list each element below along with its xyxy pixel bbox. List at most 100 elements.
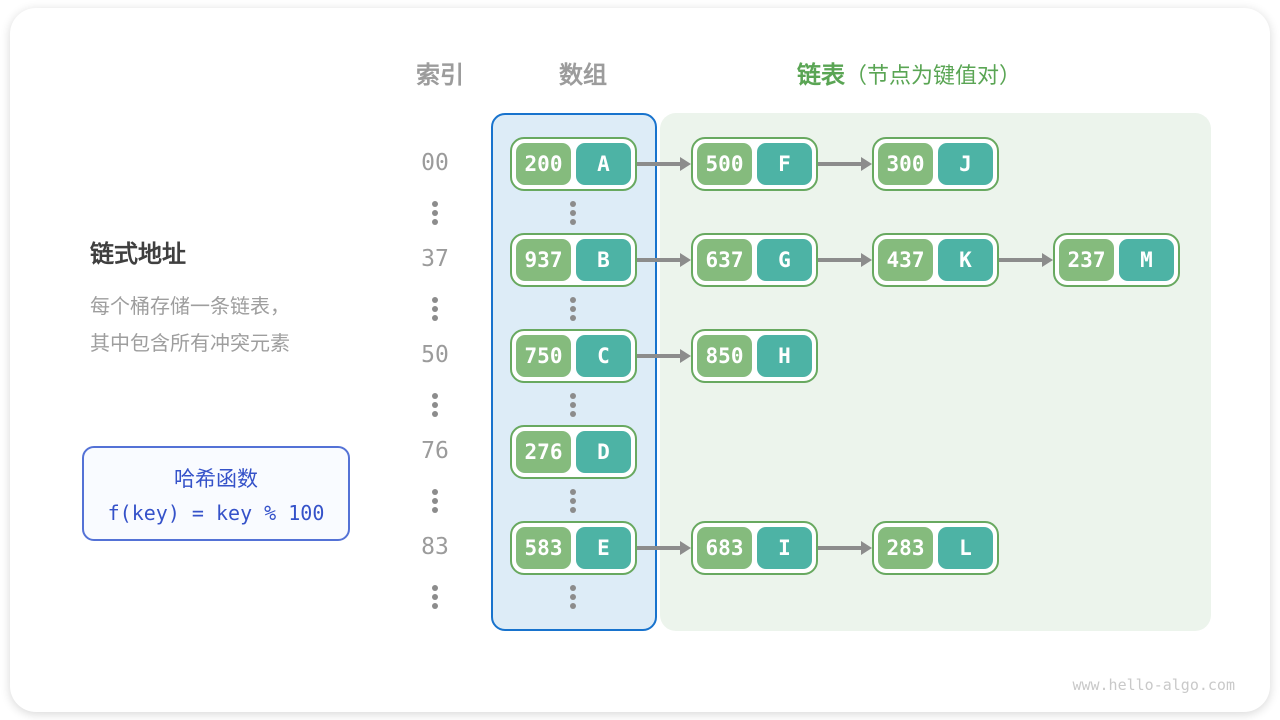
- index-label: 50: [421, 342, 449, 368]
- dot: [432, 603, 438, 609]
- node-key: 637: [697, 239, 752, 281]
- dot: [432, 201, 438, 207]
- hash-function-box: 哈希函数 f(key) = key % 100: [82, 446, 350, 541]
- dot: [432, 315, 438, 321]
- dot: [570, 315, 576, 321]
- node-key: 937: [516, 239, 571, 281]
- ellipsis-dots-array: [570, 297, 576, 321]
- ellipsis-dots-index: [432, 201, 438, 225]
- array-column-header: 数组: [559, 62, 607, 89]
- dot: [432, 393, 438, 399]
- dot: [570, 393, 576, 399]
- node-value: J: [938, 143, 993, 185]
- node-value: E: [576, 527, 631, 569]
- dot: [432, 411, 438, 417]
- dot: [570, 594, 576, 600]
- ellipsis-dots-array: [570, 201, 576, 225]
- arrow-line: [637, 162, 680, 166]
- node-value: I: [757, 527, 812, 569]
- index-label: 76: [421, 438, 449, 464]
- arrow-line: [637, 258, 680, 262]
- list-header-note: （节点为键值对）: [845, 63, 1022, 88]
- dot: [432, 219, 438, 225]
- ellipsis-dots-array: [570, 489, 576, 513]
- arrow-icon: [818, 137, 872, 191]
- node-value: H: [757, 335, 812, 377]
- arrow-head: [861, 157, 872, 171]
- arrow-head: [680, 349, 691, 363]
- ellipsis-dots-array: [570, 393, 576, 417]
- node-value: B: [576, 239, 631, 281]
- arrow-line: [818, 162, 861, 166]
- arrow-icon: [637, 329, 691, 383]
- dot: [570, 210, 576, 216]
- node-value: M: [1119, 239, 1174, 281]
- node-key: 200: [516, 143, 571, 185]
- dot: [570, 585, 576, 591]
- dot: [570, 411, 576, 417]
- dot: [432, 507, 438, 513]
- index-column-header: 索引: [416, 62, 464, 89]
- dot: [570, 219, 576, 225]
- arrow-head: [680, 157, 691, 171]
- arrow-head: [680, 541, 691, 555]
- node-key: 437: [878, 239, 933, 281]
- node-value: K: [938, 239, 993, 281]
- ellipsis-dots-index: [432, 585, 438, 609]
- dot: [432, 594, 438, 600]
- arrow-icon: [637, 137, 691, 191]
- node-key: 500: [697, 143, 752, 185]
- node-value: G: [757, 239, 812, 281]
- node-value: C: [576, 335, 631, 377]
- node-key: 750: [516, 335, 571, 377]
- arrow-line: [637, 354, 680, 358]
- arrow-line: [818, 258, 861, 262]
- ellipsis-dots-index: [432, 489, 438, 513]
- node-key: 683: [697, 527, 752, 569]
- arrow-icon: [637, 233, 691, 287]
- arrow-head: [861, 541, 872, 555]
- arrow-line: [818, 546, 861, 550]
- dot: [432, 210, 438, 216]
- node-value: L: [938, 527, 993, 569]
- dot: [570, 402, 576, 408]
- list-column-header: 链表（节点为键值对）: [797, 55, 1021, 90]
- section-description: 每个桶存储一条链表， 其中包含所有冲突元素: [90, 289, 290, 363]
- dot: [432, 297, 438, 303]
- node-key: 583: [516, 527, 571, 569]
- arrow-icon: [637, 521, 691, 575]
- arrow-head: [680, 253, 691, 267]
- node-value: A: [576, 143, 631, 185]
- node-key: 300: [878, 143, 933, 185]
- section-title: 链式地址: [90, 241, 186, 268]
- dot: [432, 585, 438, 591]
- dot: [570, 306, 576, 312]
- ellipsis-dots-index: [432, 297, 438, 321]
- node-value: D: [576, 431, 631, 473]
- arrow-icon: [999, 233, 1053, 287]
- dot: [432, 489, 438, 495]
- arrow-line: [999, 258, 1042, 262]
- dot: [432, 402, 438, 408]
- dot: [570, 507, 576, 513]
- node-key: 276: [516, 431, 571, 473]
- hash-function-formula: f(key) = key % 100: [107, 500, 325, 525]
- node-key: 283: [878, 527, 933, 569]
- dot: [570, 489, 576, 495]
